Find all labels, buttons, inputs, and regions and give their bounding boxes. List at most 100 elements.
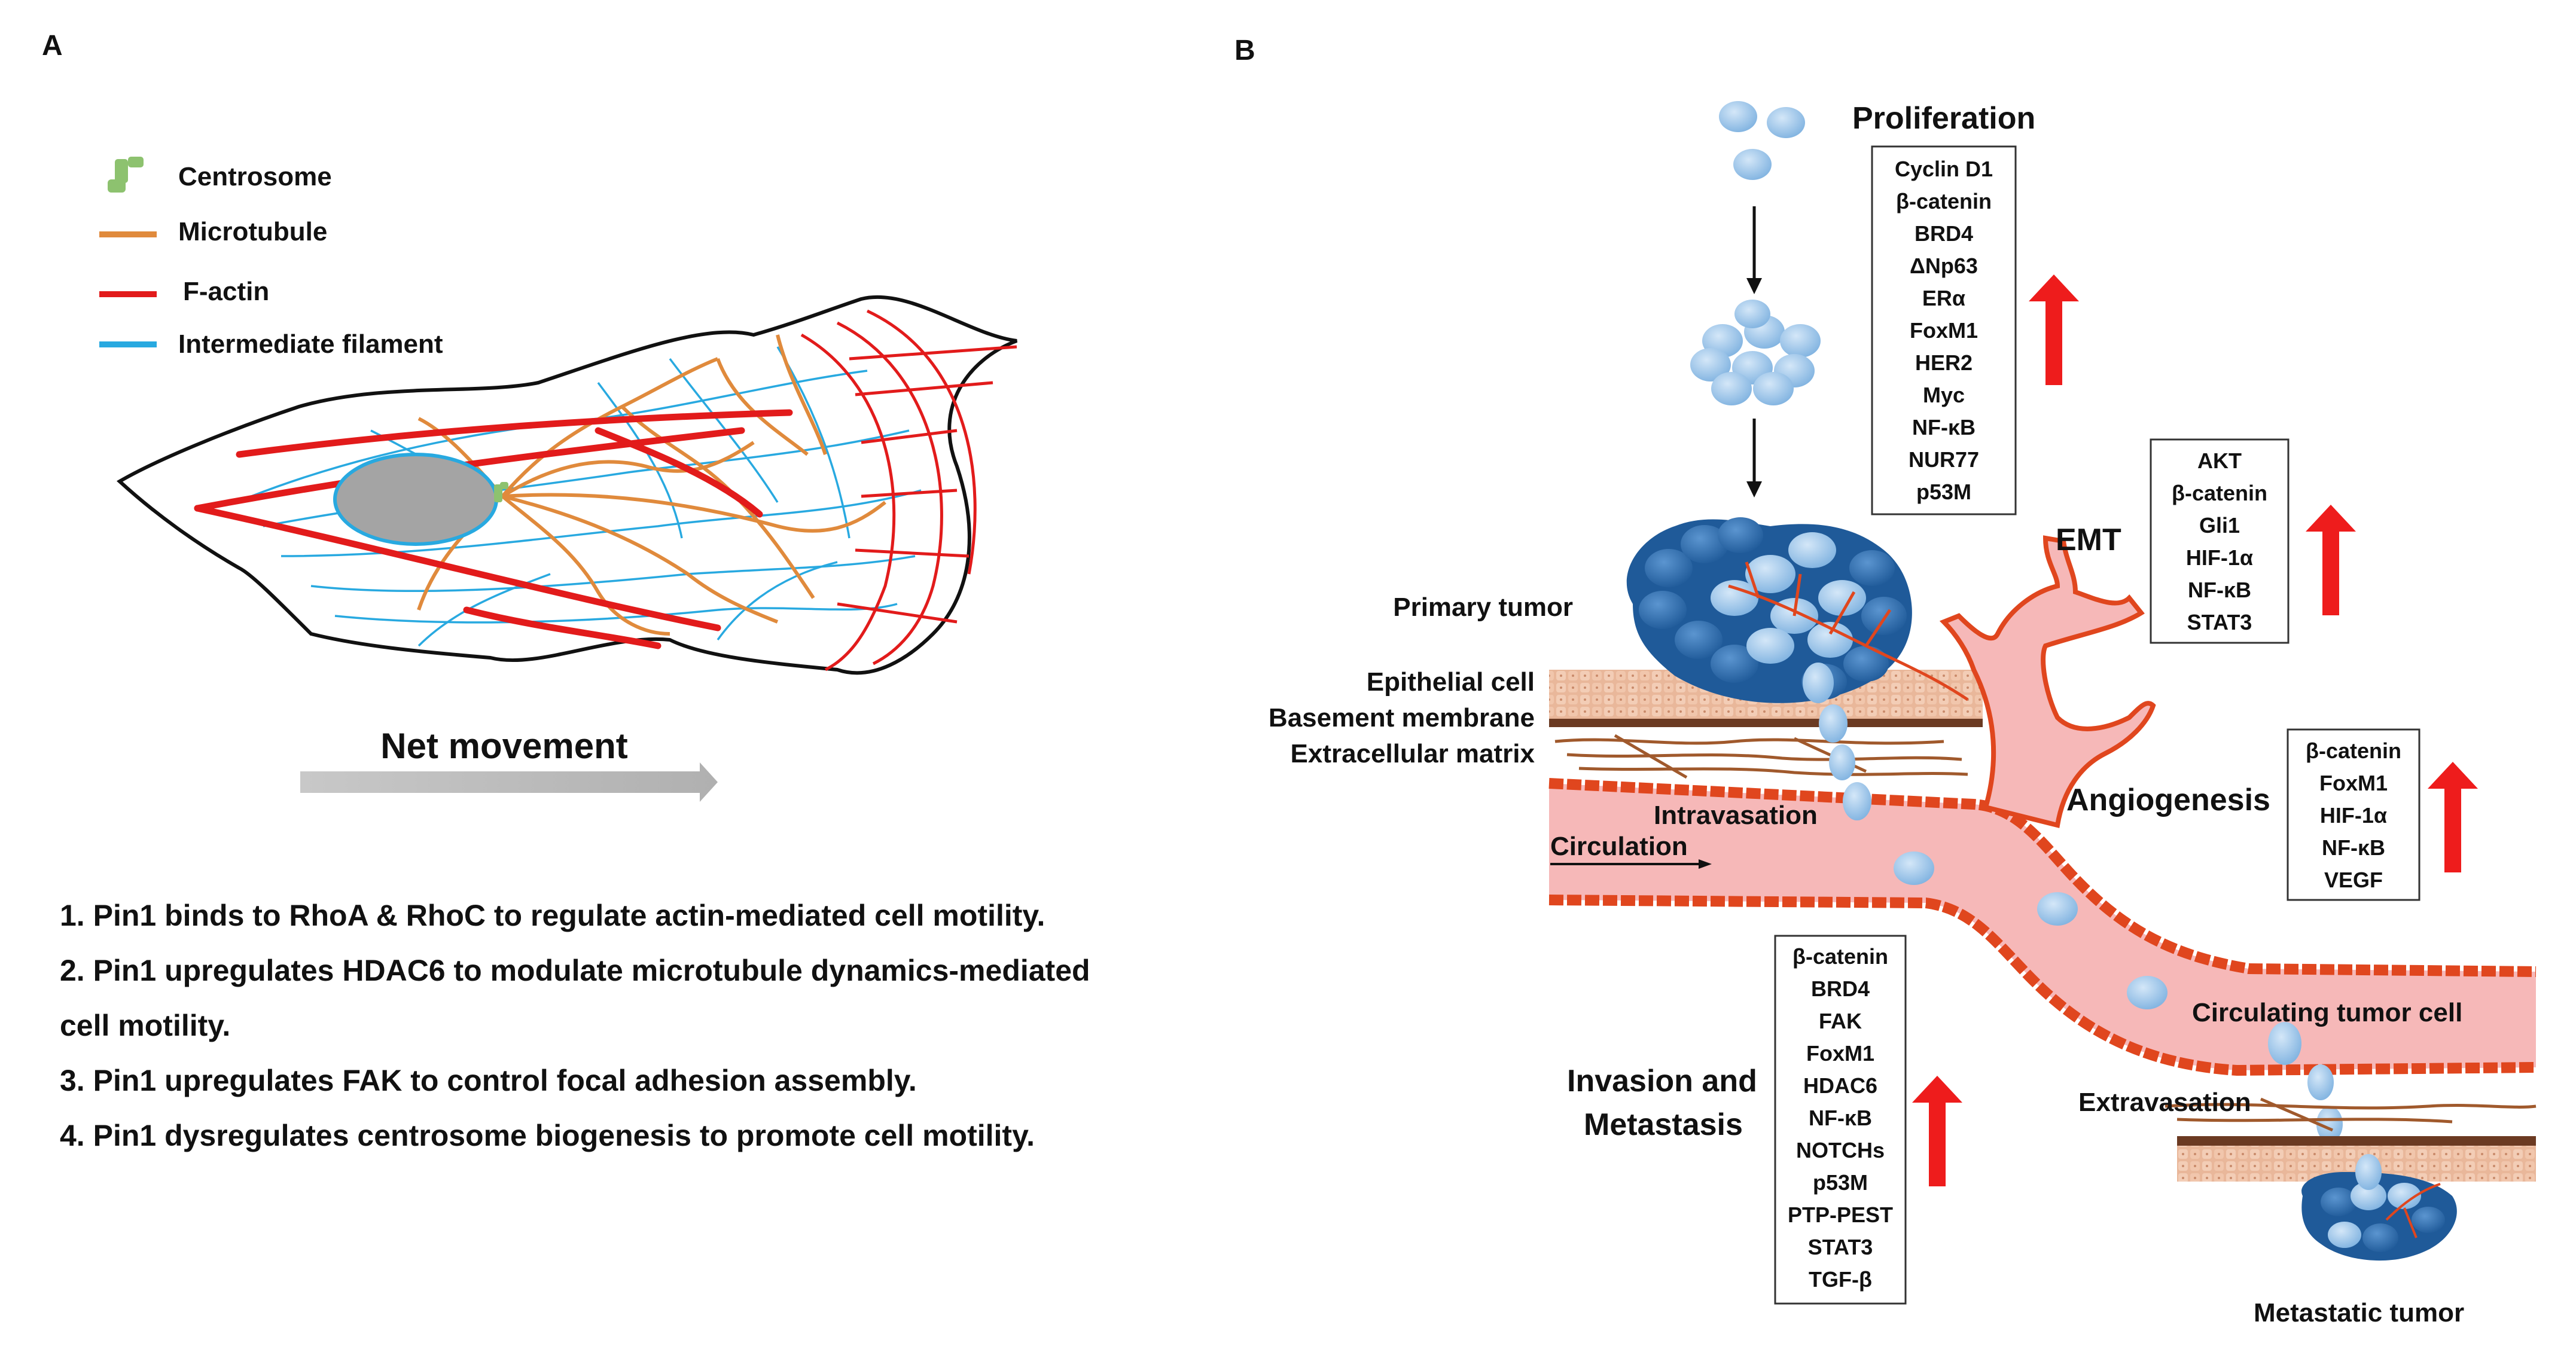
vessel-upper-wall	[1548, 778, 2537, 977]
proliferation-marker: NUR77	[1909, 447, 1979, 472]
epithelial-cell-label: Epithelial cell	[1367, 667, 1535, 697]
nucleus	[333, 453, 498, 546]
proliferation-up-arrow	[2029, 274, 2079, 385]
microtubules	[417, 334, 886, 636]
panel-b: B	[1234, 35, 2537, 1327]
diagram-labels: Proliferation EMT Angiogenesis Invasion …	[1269, 101, 2464, 1327]
tumor-cells	[1639, 517, 1907, 700]
proliferation-title: Proliferation	[1852, 101, 2035, 136]
emt-marker: Gli1	[2199, 513, 2240, 538]
extracellular-matrix-fibers	[1554, 734, 1968, 779]
centrosome-icon	[108, 157, 144, 193]
extravasation-label: Extravasation	[2078, 1088, 2251, 1117]
invasion-marker: STAT3	[1808, 1235, 1873, 1259]
mechanism-2: 2. Pin1 upregulates HDAC6 to modulate mi…	[60, 954, 1090, 987]
tumor-vasculature	[1728, 561, 1969, 701]
angiogenesis-marker: HIF-1α	[2320, 803, 2387, 828]
vessel-body	[1549, 783, 2536, 1070]
emt-marker: STAT3	[2187, 610, 2252, 634]
branch-vessel	[1939, 535, 2156, 828]
invasion-marker: β-catenin	[1792, 944, 1888, 969]
proliferation-marker: FoxM1	[1910, 318, 1978, 343]
mechanism-1: 1. Pin1 binds to RhoA & RhoC to regulate…	[60, 899, 1045, 932]
proliferation-cells	[1690, 101, 1821, 405]
invasion-marker: HDAC6	[1803, 1073, 1877, 1098]
cell-centrosome-icon	[494, 482, 508, 502]
upregulation-arrows	[1912, 274, 2478, 1186]
legend: Centrosome Microtubule F-actin Intermedi…	[99, 157, 443, 359]
invading-cell	[1829, 744, 1855, 780]
primary-tumor	[1626, 517, 1969, 820]
mechanism-3: 3. Pin1 upregulates FAK to control focal…	[60, 1064, 917, 1097]
proliferation-marker: HER2	[1915, 350, 1973, 375]
extracellular-matrix-label: Extracellular matrix	[1291, 739, 1535, 768]
invasion-up-arrow	[1912, 1076, 1962, 1186]
mechanism-list: 1. Pin1 binds to RhoA & RhoC to regulate…	[60, 899, 1090, 1152]
circulation-label: Circulation	[1550, 832, 1688, 861]
intravasation-label: Intravasation	[1654, 801, 1818, 830]
invasion-marker: NOTCHs	[1796, 1138, 1885, 1162]
metastatic-tumor-label: Metastatic tumor	[2254, 1298, 2464, 1327]
panel-a-letter: A	[42, 30, 63, 62]
circulating-cells	[1894, 851, 2343, 1142]
invasion-marker: FAK	[1819, 1009, 1862, 1033]
legend-intermediate-label: Intermediate filament	[178, 329, 443, 359]
circulation-arrowhead	[1699, 859, 1712, 869]
primary-tumor-label: Primary tumor	[1393, 593, 1573, 622]
invasion-title-line1: Invasion and	[1567, 1064, 1757, 1098]
mechanism-4: 4. Pin1 dysregulates centrosome biogenes…	[60, 1119, 1035, 1152]
basement-membrane-layer	[1549, 719, 1983, 727]
basement-membrane-label: Basement membrane	[1269, 703, 1535, 733]
angiogenesis-up-arrow	[2428, 762, 2478, 872]
blood-vessel	[1548, 535, 2537, 1076]
invasion-marker: PTP-PEST	[1788, 1202, 1893, 1227]
f-actin-arcs	[800, 309, 1017, 672]
emt-marker: β-catenin	[2172, 481, 2267, 505]
invasion-title-line2: Metastasis	[1584, 1107, 1743, 1142]
angiogenesis-marker: VEGF	[2324, 868, 2383, 892]
proliferation-arrows	[1746, 206, 1762, 498]
proliferation-marker: β-catenin	[1896, 189, 1992, 213]
emt-marker: HIF-1α	[2186, 545, 2253, 570]
proliferation-marker: ΔNp63	[1910, 254, 1978, 278]
proliferation-marker: Myc	[1923, 383, 1965, 407]
invading-cell	[1803, 663, 1834, 703]
metastatic-basement-membrane	[2177, 1136, 2536, 1146]
emt-marker: NF-κB	[2188, 578, 2251, 602]
invasion-marker: BRD4	[1811, 976, 1870, 1001]
cell-cluster	[1690, 300, 1821, 405]
vessel-lower-wall	[1548, 895, 2537, 1076]
legend-factin-label: F-actin	[183, 277, 269, 306]
angiogenesis-title: Angiogenesis	[2066, 783, 2270, 817]
metastatic-ecm-fibers	[2165, 1097, 2537, 1132]
invasion-marker: FoxM1	[1806, 1041, 1874, 1066]
net-movement-label: Net movement	[380, 726, 627, 766]
migrating-cell-illustration	[116, 295, 1018, 675]
invading-cell	[1819, 704, 1848, 743]
panel-a: A Centrosome Microtubule F-actin Interme…	[42, 30, 1090, 1152]
angiogenesis-marker: β-catenin	[2306, 738, 2401, 763]
invasion-marker: NF-κB	[1809, 1106, 1872, 1130]
emt-up-arrow	[2306, 505, 2356, 615]
metastatic-tumor	[2301, 1154, 2457, 1261]
emt-title: EMT	[2056, 523, 2121, 557]
proliferation-marker-box: Cyclin D1β-cateninBRD4ΔNp63ERαFoxM1HER2M…	[1871, 145, 2017, 515]
legend-centrosome-label: Centrosome	[178, 162, 332, 191]
net-movement-arrow	[300, 762, 718, 802]
proliferation-marker: ERα	[1922, 286, 1965, 310]
mechanism-2-continued: cell motility.	[60, 1009, 230, 1042]
emt-marker: AKT	[2197, 448, 2242, 473]
proliferation-marker-list: Cyclin D1β-cateninBRD4ΔNp63ERαFoxM1HER2M…	[1895, 157, 1993, 504]
intravasating-cell	[1843, 782, 1871, 820]
invasion-marker: p53M	[1813, 1170, 1868, 1195]
proliferation-marker: p53M	[1916, 480, 1971, 504]
proliferation-marker: NF-κB	[1912, 415, 1976, 440]
angiogenesis-marker: FoxM1	[2319, 771, 2388, 795]
metastatic-site-tissue	[2165, 1097, 2537, 1182]
